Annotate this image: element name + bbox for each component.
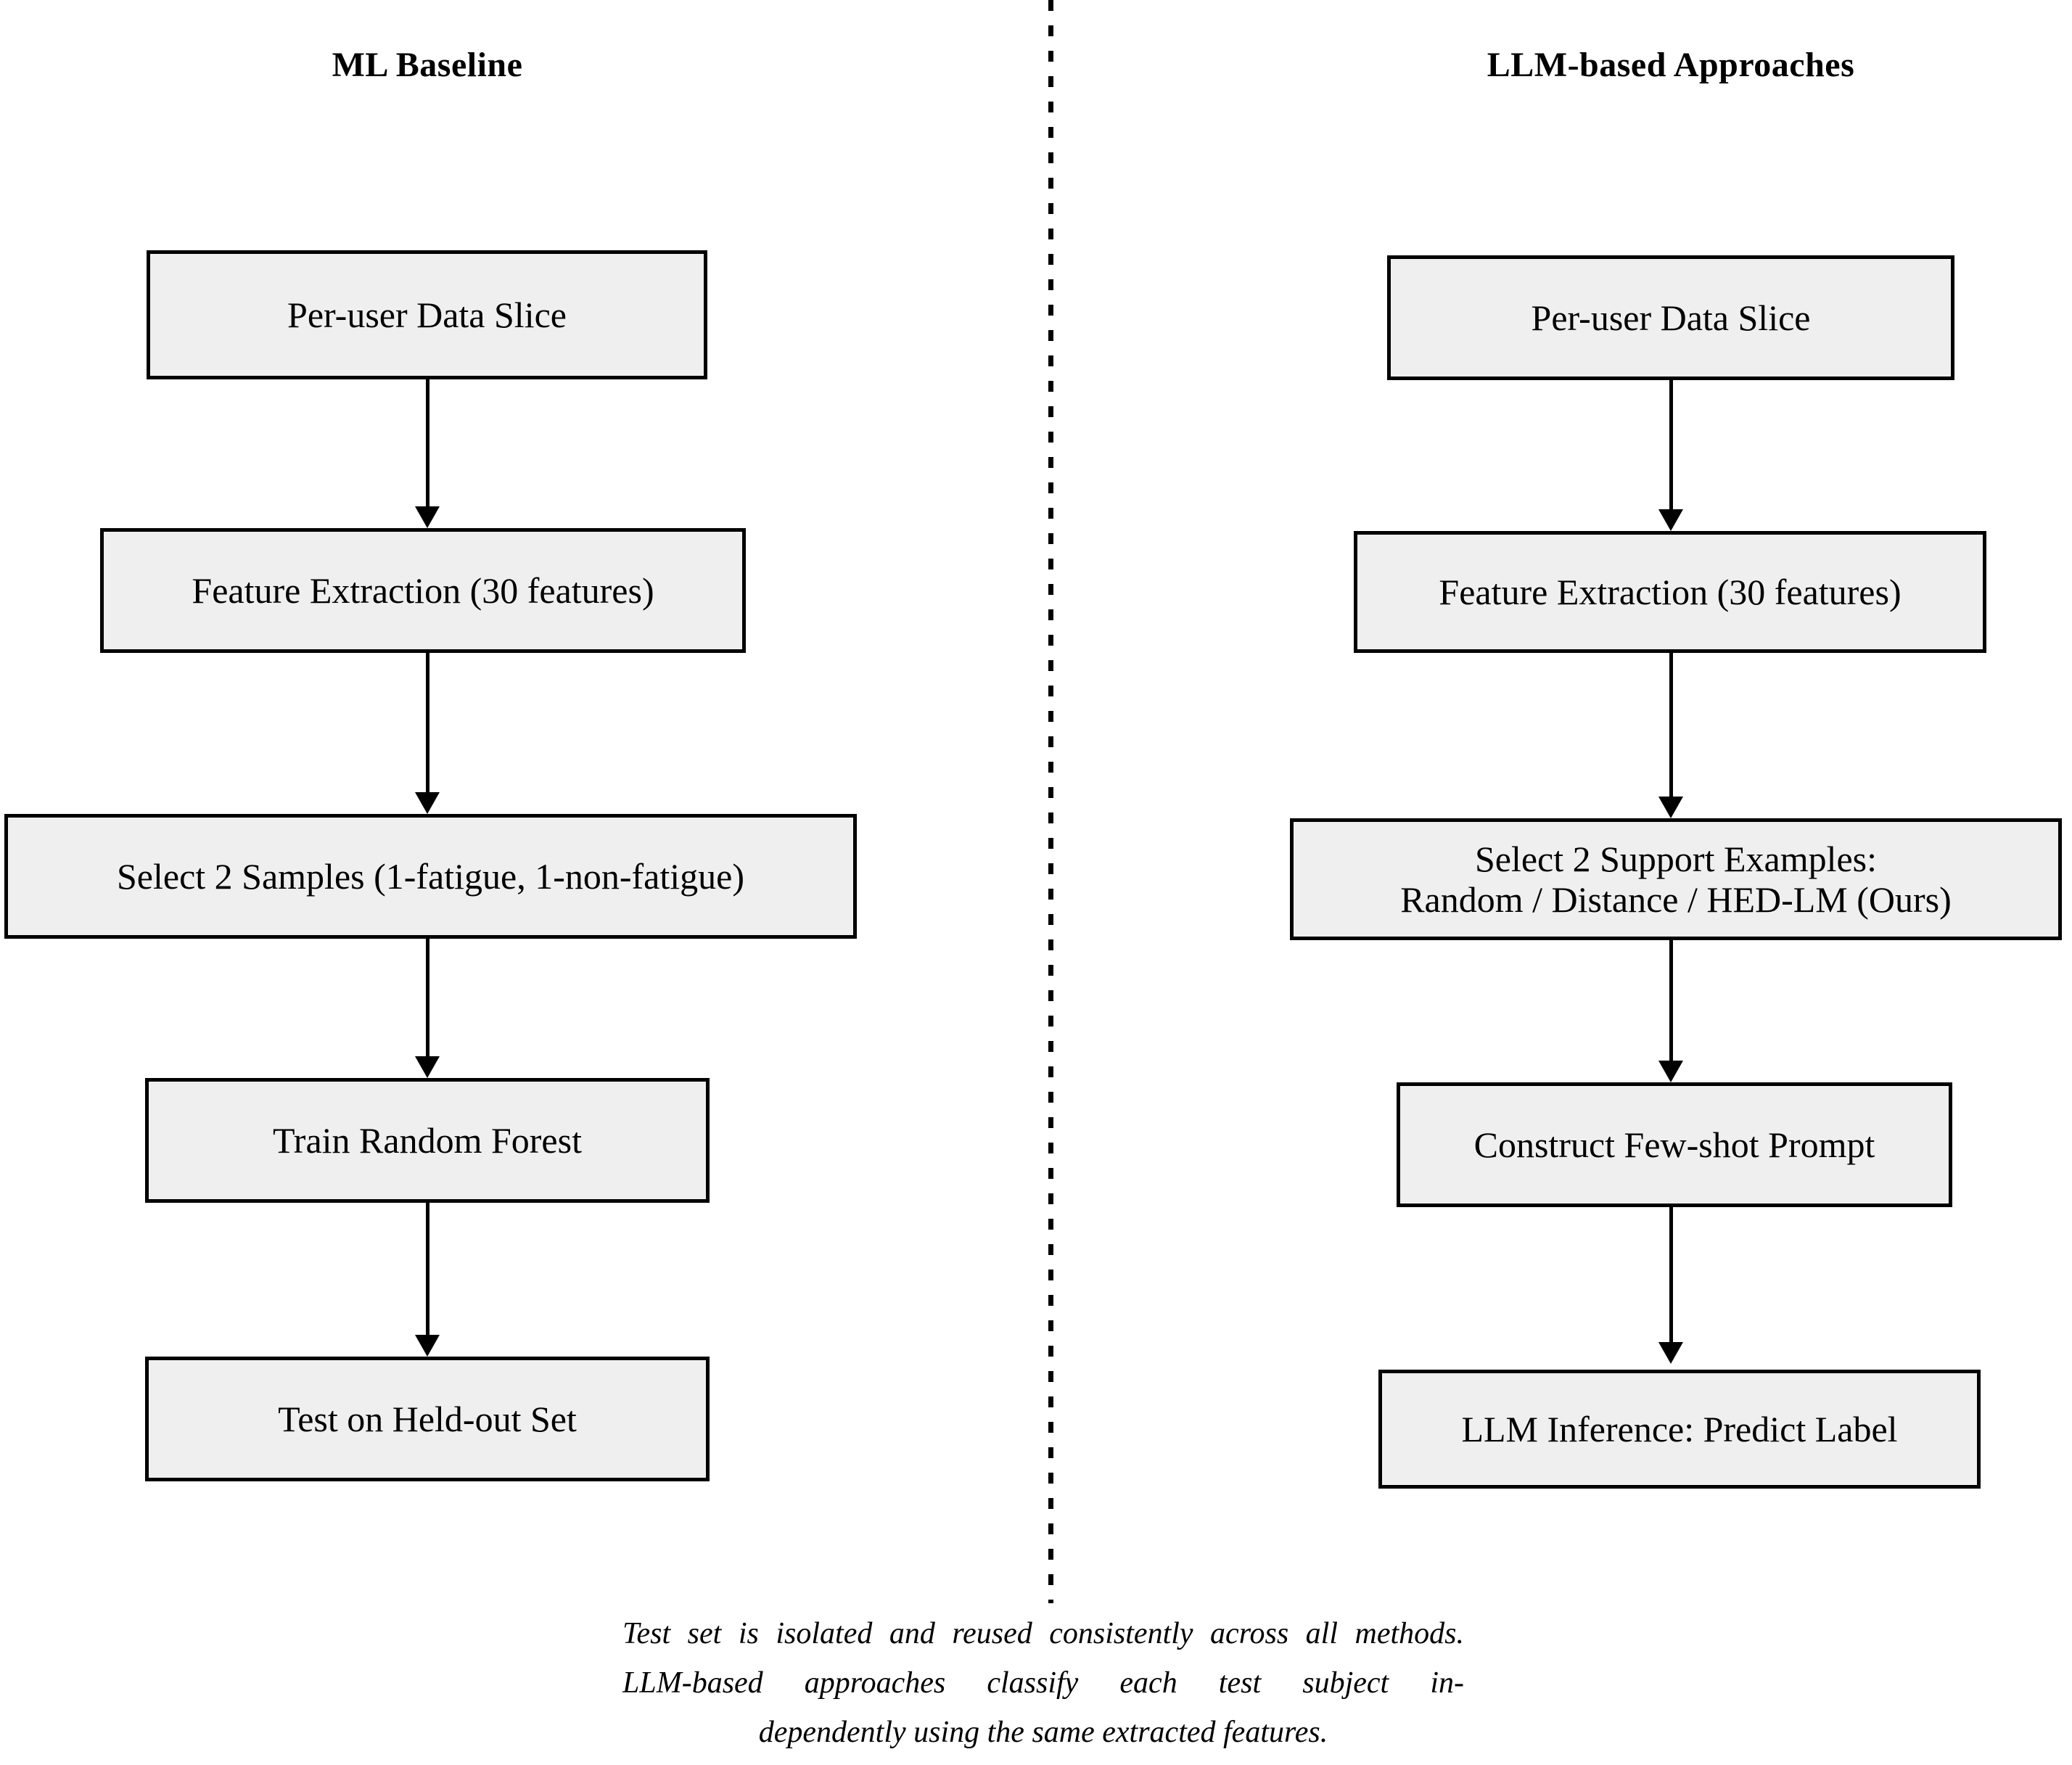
arrow-l2-to-l3 [406, 653, 449, 814]
node-label: Per-user Data Slice [287, 295, 567, 335]
arrow-r1-to-r2 [1649, 380, 1693, 531]
arrow-shaft [425, 1203, 429, 1338]
arrow-shaft [425, 653, 429, 795]
node-label: Test on Held-out Set [278, 1399, 577, 1439]
arrow-head [415, 506, 440, 528]
caption-line-3: dependently using the same extracted fea… [758, 1716, 1328, 1750]
arrow-shaft [425, 379, 429, 509]
caption-line-1: Test set is isolated and reused consiste… [622, 1617, 1464, 1650]
node-label-line1: Select 2 Support Examples: [1474, 839, 1878, 879]
arrow-head [415, 1335, 440, 1357]
node-per-user-data-slice-llm[interactable]: Per-user Data Slice [1387, 255, 1954, 380]
node-feature-extraction-ml[interactable]: Feature Extraction (30 features) [100, 528, 746, 653]
column-title-ml-baseline: ML Baseline [332, 46, 523, 84]
node-label: Select 2 Samples (1-fatigue, 1-non-fatig… [117, 856, 744, 897]
node-select-2-support-examples[interactable]: Select 2 Support Examples: Random / Dist… [1290, 818, 2062, 940]
vertical-dashed-divider [1048, 0, 1053, 1603]
node-per-user-data-slice-ml[interactable]: Per-user Data Slice [147, 250, 707, 379]
arrow-shaft [1669, 940, 1673, 1063]
arrow-l1-to-l2 [406, 379, 449, 528]
arrow-shaft [425, 939, 429, 1059]
arrow-r2-to-r3 [1649, 653, 1693, 818]
node-test-on-held-out-set[interactable]: Test on Held-out Set [145, 1357, 710, 1481]
arrow-shaft [1669, 380, 1673, 512]
arrow-l3-to-l4 [406, 939, 449, 1078]
node-train-random-forest[interactable]: Train Random Forest [145, 1078, 710, 1203]
column-title-llm-approaches: LLM-based Approaches [1487, 46, 1855, 84]
caption-line-2: LLM-based approaches classify each test … [622, 1666, 1464, 1700]
node-select-2-samples-ml[interactable]: Select 2 Samples (1-fatigue, 1-non-fatig… [4, 814, 857, 939]
arrow-r4-to-r5 [1649, 1207, 1693, 1364]
arrow-head [1658, 1342, 1683, 1364]
arrow-head [1658, 509, 1683, 531]
arrow-r3-to-r4 [1649, 940, 1693, 1082]
node-label: LLM Inference: Predict Label [1461, 1409, 1898, 1449]
node-label-line2: Random / Distance / HED-LM (Ours) [1400, 879, 1952, 920]
arrow-shaft [1669, 1207, 1673, 1345]
arrow-l4-to-l5 [406, 1203, 449, 1357]
arrow-head [415, 792, 440, 814]
figure-caption: Test set is isolated and reused consiste… [622, 1609, 1464, 1757]
node-feature-extraction-llm[interactable]: Feature Extraction (30 features) [1354, 531, 1986, 653]
arrow-head [415, 1056, 440, 1078]
node-label: Construct Few-shot Prompt [1473, 1124, 1875, 1165]
node-label: Feature Extraction (30 features) [1439, 572, 1902, 612]
node-label: Per-user Data Slice [1531, 297, 1811, 338]
node-construct-few-shot-prompt[interactable]: Construct Few-shot Prompt [1397, 1082, 1952, 1207]
node-llm-inference-predict-label[interactable]: LLM Inference: Predict Label [1378, 1370, 1981, 1489]
arrow-head [1658, 797, 1683, 818]
arrow-head [1658, 1061, 1683, 1082]
node-label: Train Random Forest [273, 1120, 582, 1161]
node-label: Feature Extraction (30 features) [192, 570, 654, 611]
arrow-shaft [1669, 653, 1673, 799]
